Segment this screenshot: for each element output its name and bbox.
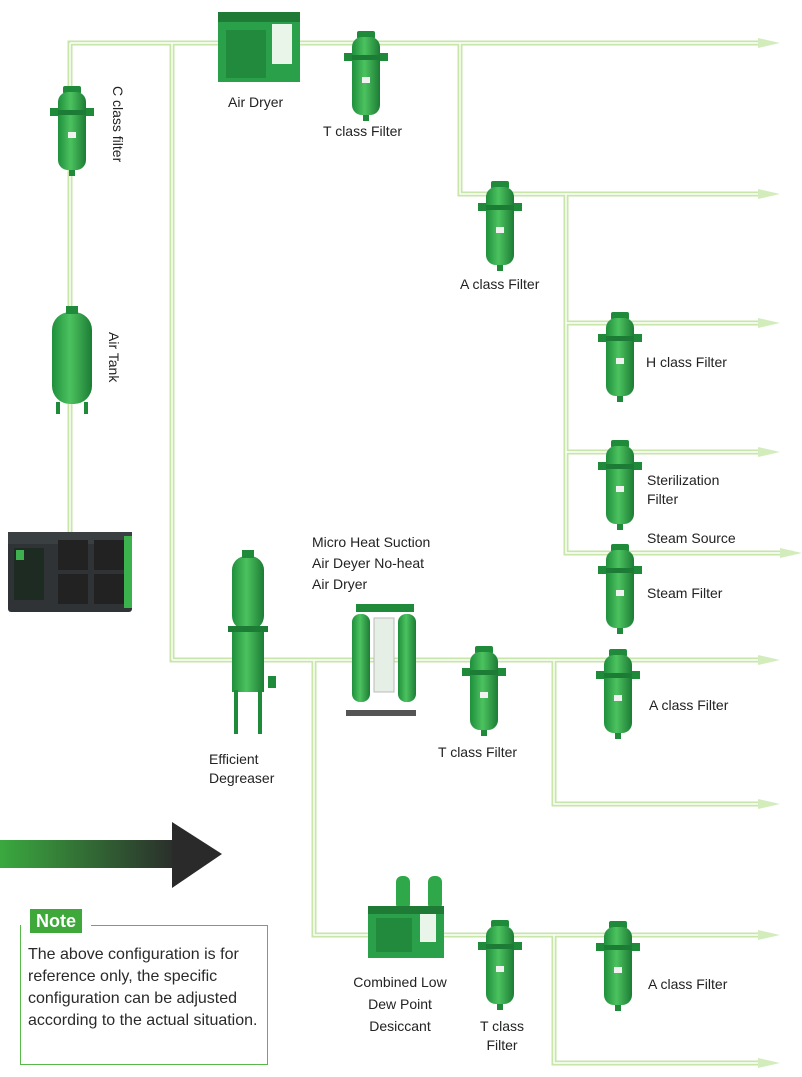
note-text: The above configuration is for reference… bbox=[28, 944, 266, 1032]
micro-heat-label-line3: Air Dryer bbox=[312, 575, 367, 594]
air-compressor bbox=[8, 532, 132, 612]
efficient-degreaser bbox=[228, 550, 276, 734]
steam-source-label: Steam Source bbox=[647, 529, 736, 548]
flow-arrow bbox=[0, 822, 222, 888]
combined-desiccant-label-line3: Desiccant bbox=[352, 1017, 448, 1036]
efficient-degreaser-label-line2: Degreaser bbox=[209, 769, 274, 788]
a-class-filter-mid-label: A class Filter bbox=[649, 696, 728, 715]
t-class-filter-bottom-label-line1: T class bbox=[470, 1017, 534, 1036]
a-class-filter-top-label: A class Filter bbox=[460, 275, 539, 294]
note-title: Note bbox=[30, 909, 82, 933]
combined-desiccant-label-line1: Combined Low bbox=[352, 973, 448, 992]
micro-heat-dryer bbox=[346, 604, 416, 716]
a-class-filter-bottom-label: A class Filter bbox=[648, 975, 727, 994]
air-tank-label: Air Tank bbox=[106, 332, 122, 382]
combined-desiccant-label-line2: Dew Point bbox=[352, 995, 448, 1014]
c-class-filter-label: C class filter bbox=[110, 86, 126, 162]
t-class-filter-top-label: T class Filter bbox=[323, 122, 402, 141]
steam-filter bbox=[598, 544, 642, 634]
sterilization-filter-label-line1: Sterilization bbox=[647, 471, 719, 490]
air-dryer bbox=[218, 12, 300, 82]
air-tank bbox=[52, 306, 92, 414]
combined-desiccant-dryer bbox=[368, 876, 444, 958]
air-dryer-label: Air Dryer bbox=[228, 93, 283, 112]
micro-heat-label-line1: Micro Heat Suction bbox=[312, 533, 430, 552]
micro-heat-label-line2: Air Deyer No-heat bbox=[312, 554, 424, 573]
h-class-filter-label: H class Filter bbox=[646, 353, 727, 372]
c-class-filter bbox=[50, 86, 94, 176]
efficient-degreaser-label-line1: Efficient bbox=[209, 750, 259, 769]
t-class-filter-mid-label: T class Filter bbox=[438, 743, 517, 762]
t-class-filter-bottom-label-line2: Filter bbox=[470, 1036, 534, 1055]
steam-filter-label: Steam Filter bbox=[647, 584, 722, 603]
sterilization-filter-label-line2: Filter bbox=[647, 490, 678, 509]
